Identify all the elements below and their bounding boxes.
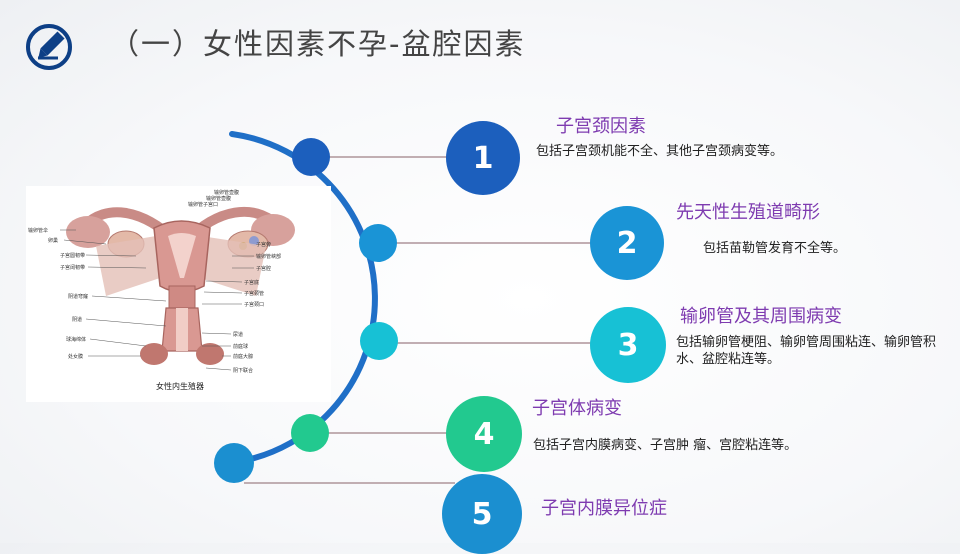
pencil-edit-icon [26, 24, 72, 70]
fig-label-l4: 阴道穹窿 [68, 293, 88, 300]
arc-dot-5 [214, 443, 254, 483]
fig-label-r2: 子宫腔 [256, 265, 271, 272]
fig-label-t0: 输卵管壶腹 [214, 189, 239, 196]
item-desc-4: 包括子宫内膜病变、子宫肿 瘤、宫腔粘连等。 [533, 438, 798, 453]
fig-label-l0: 输卵管伞 [28, 227, 48, 234]
page-title: （一）女性因素不孕-盆腔因素 [110, 27, 526, 61]
fig-label-l2: 子宫圆韧带 [60, 252, 85, 259]
item-desc-1: 包括子宫颈机能不全、其他子宫颈病变等。 [536, 144, 784, 159]
fig-label-r3: 子宫底 [244, 279, 259, 286]
arc-dot-1 [292, 138, 330, 176]
item-title-3: 输卵管及其周围病变 [680, 306, 842, 327]
fig-label-t1: 输卵管子宫口 [188, 201, 218, 208]
fig-label-r4: 子宫颈管 [244, 290, 264, 297]
arc-dot-3 [360, 322, 398, 360]
fig-label-l7: 处女膜 [68, 353, 83, 360]
fig-label-r10: 阴下联合 [233, 367, 253, 374]
figure-caption: 女性内生殖器 [156, 381, 204, 391]
fig-label-r9: 前庭大腺 [233, 353, 253, 360]
fig-label-l6: 球海绵体 [66, 336, 86, 343]
arc-dot-2 [359, 224, 397, 262]
fig-label-l3: 子宫阔韧带 [60, 264, 85, 271]
item-title-2: 先天性生殖道畸形 [676, 202, 820, 223]
item-desc-3: 包括输卵管梗阻、输卵管周围粘连、输卵管积水、盆腔粘连等。 [676, 335, 937, 367]
fig-label-r5: 子宫颈口 [244, 301, 264, 308]
anatomy-illustration: 输卵管伞 卵巢 子宫圆韧带 子宫阔韧带 阴道穹窿 阴道 球海绵体 处女膜 输卵管… [26, 186, 331, 402]
fig-label-l5: 阴道 [72, 316, 82, 323]
item-title-5: 子宫内膜异位症 [541, 498, 667, 519]
step-number-5: 5 [442, 474, 522, 554]
step-number-2: 2 [590, 206, 664, 280]
item-title-4: 子宫体病变 [532, 398, 622, 419]
arc-dot-4 [291, 414, 329, 452]
fig-label-l1: 卵巢 [48, 237, 58, 244]
fig-label-r7: 尿道 [233, 331, 243, 338]
fig-label-r1: 输卵管峡部 [256, 253, 281, 260]
fig-label-r0: 输卵管壶腹 [206, 195, 231, 202]
fig-label-r8: 前庭球 [233, 343, 248, 350]
fig-label-r6: 子宫旁 [256, 241, 271, 248]
item-desc-2: 包括苗勒管发育不全等。 [703, 241, 847, 256]
item-title-1: 子宫颈因素 [556, 116, 646, 137]
step-number-1: 1 [446, 121, 520, 195]
step-number-3: 3 [590, 307, 666, 383]
step-number-4: 4 [446, 396, 522, 472]
